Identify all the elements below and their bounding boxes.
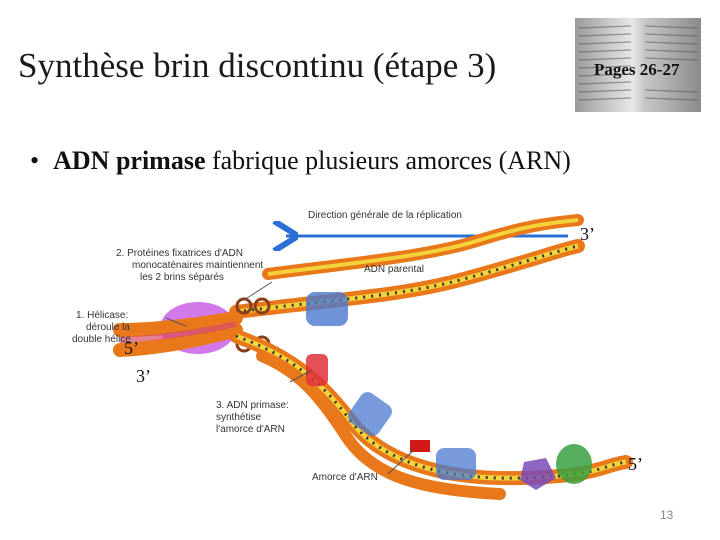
primase-label-3: l'amorce d'ARN xyxy=(216,424,285,435)
slide-title: Synthèse brin discontinu (étape 3) xyxy=(18,46,497,85)
helicase-label-2: déroule la xyxy=(86,322,130,333)
bullet-icon: • xyxy=(30,146,40,175)
ssb-protein-top xyxy=(306,292,348,326)
parental-label: ADN parental xyxy=(364,264,424,275)
pol-green xyxy=(556,444,592,484)
end-3-top: 3’ xyxy=(580,224,595,244)
proteins-label-1: 2. Protéines fixatrices d'ADN xyxy=(116,248,243,259)
proteins-label-3: les 2 brins séparés xyxy=(140,272,224,283)
primase-label-2: synthétise xyxy=(216,412,261,423)
primase-label-1: 3. ADN primase: xyxy=(216,400,289,411)
end-5-left: 5’ xyxy=(124,338,139,358)
pages-reference: Pages 26-27 xyxy=(594,60,680,79)
bullet-text: • ADN primase fabrique plusieurs amorces … xyxy=(30,146,571,176)
slide-number: 13 xyxy=(660,508,674,522)
helicase-label-1: 1. Hélicase: xyxy=(76,310,128,321)
bullet-bold: ADN primase xyxy=(53,146,206,175)
primer-label: Amorce d'ARN xyxy=(312,472,378,483)
helicase-label-3: double hélice xyxy=(72,334,131,345)
end-5-bottom: 5’ xyxy=(628,454,643,474)
bullet-rest: fabrique plusieurs amorces (ARN) xyxy=(205,146,571,175)
primase-red xyxy=(306,354,328,386)
direction-label: Direction générale de la réplication xyxy=(308,210,462,221)
protein-spiral-1 xyxy=(235,297,253,315)
book-image xyxy=(575,18,701,112)
primer-rna xyxy=(410,440,430,452)
ssb-protein-1 xyxy=(348,392,392,436)
end-3-left: 3’ xyxy=(136,366,151,386)
proteins-label-2: monocaténaires maintiennent xyxy=(132,260,263,271)
pol-purple xyxy=(520,458,556,490)
ssb-protein-2 xyxy=(436,448,476,480)
